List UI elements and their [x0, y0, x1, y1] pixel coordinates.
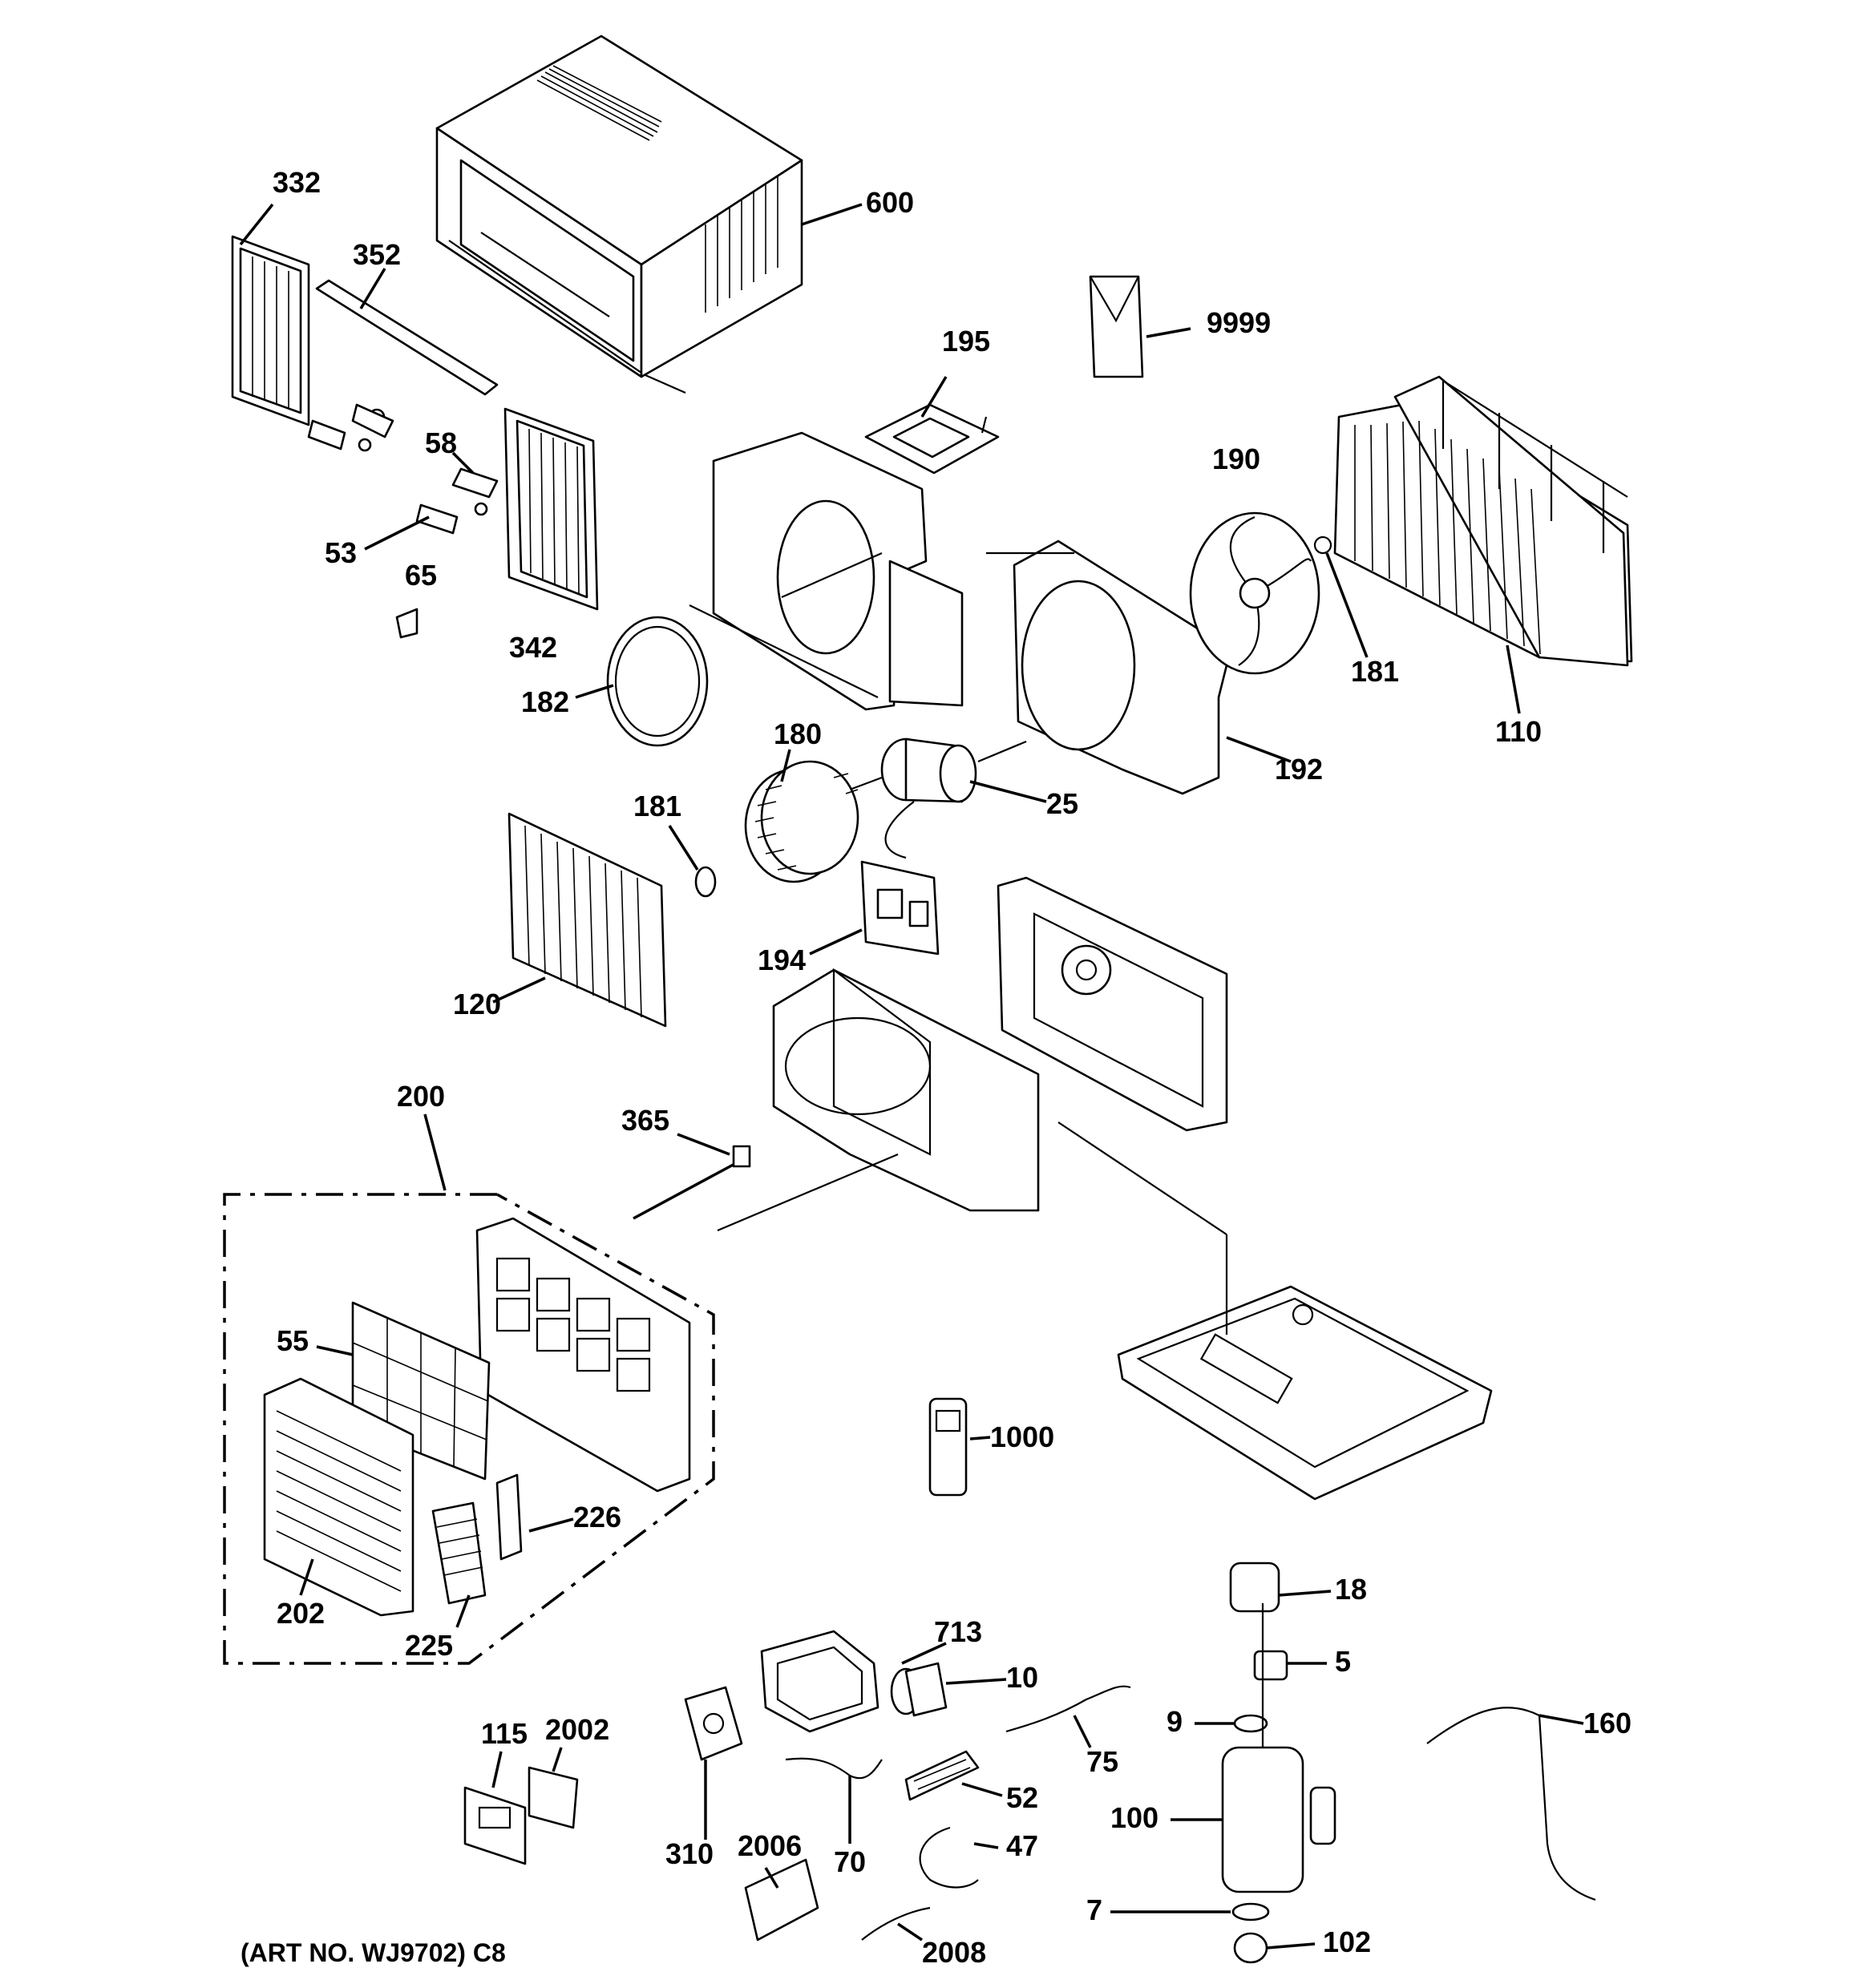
label-2002: 2002 — [545, 1713, 609, 1746]
label-65: 65 — [405, 559, 437, 592]
label-2006: 2006 — [738, 1829, 802, 1862]
label-194: 194 — [758, 943, 806, 976]
label-7: 7 — [1086, 1893, 1102, 1926]
label-100: 100 — [1110, 1801, 1158, 1834]
label-53: 53 — [325, 536, 357, 569]
label-310: 310 — [665, 1837, 714, 1870]
part-181-clamp — [668, 825, 717, 898]
part-110-condenser-coil — [1333, 375, 1633, 714]
label-182: 182 — [521, 685, 569, 718]
label-70: 70 — [834, 1845, 866, 1878]
part-120-evaporator-coil — [492, 812, 667, 1028]
part-5-overload — [1253, 1650, 1327, 1681]
part-1000-remote-control — [928, 1397, 991, 1497]
label-55: 55 — [277, 1324, 309, 1357]
part-9-grommet — [1195, 1714, 1268, 1733]
label-342: 342 — [509, 631, 557, 664]
part-70-harness — [785, 1757, 883, 1844]
part-225-louver — [431, 1501, 487, 1628]
part-2008-wire — [861, 1906, 931, 1942]
label-195: 195 — [942, 325, 990, 358]
art-number: (ART NO. WJ9702) C8 — [241, 1938, 506, 1967]
label-332: 332 — [273, 166, 321, 199]
label-190: 190 — [1212, 442, 1260, 475]
part-53-bracket — [307, 419, 459, 551]
label-180: 180 — [774, 717, 822, 750]
part-divider-panel — [997, 876, 1228, 1132]
label-181-lower: 181 — [633, 790, 681, 822]
label-115: 115 — [481, 1717, 528, 1750]
label-5: 5 — [1335, 1645, 1351, 1678]
part-102-grommet — [1233, 1932, 1316, 1964]
label-9999: 9999 — [1207, 306, 1271, 339]
label-713: 713 — [934, 1615, 982, 1648]
part-160-tube — [1426, 1707, 1596, 1901]
label-2008: 2008 — [922, 1936, 986, 1969]
part-control-box — [760, 1630, 879, 1733]
part-190-condenser-fan — [1189, 511, 1332, 675]
label-25: 25 — [1046, 787, 1078, 820]
label-110: 110 — [1495, 715, 1542, 748]
part-25-fan-motor — [849, 737, 1047, 859]
part-blower-housing-upper — [689, 431, 964, 711]
part-600-cabinet — [435, 34, 863, 394]
part-200-front-panel-group — [223, 1113, 715, 1665]
part-365-thermistor — [633, 1133, 899, 1232]
part-182-orifice-ring — [575, 616, 709, 747]
part-352-top-rail — [315, 268, 499, 452]
part-47-wire — [919, 1826, 999, 1889]
label-52: 52 — [1006, 1781, 1038, 1814]
part-202-front-grille — [263, 1377, 414, 1617]
part-base-pan — [1057, 1121, 1493, 1501]
part-front-grille-frame — [475, 1217, 691, 1493]
part-192-condenser-shroud — [986, 539, 1292, 795]
label-102: 102 — [1323, 1925, 1371, 1958]
part-58-bracket — [451, 451, 499, 516]
part-310-selector-switch — [684, 1686, 743, 1840]
label-202: 202 — [277, 1597, 325, 1630]
part-blower-scroll — [772, 968, 1040, 1212]
part-7-mount — [1110, 1902, 1270, 1921]
part-18-terminal-cover — [1229, 1562, 1332, 1613]
label-600: 600 — [866, 186, 914, 219]
part-226-louver-link — [495, 1473, 574, 1561]
label-225: 225 — [405, 1629, 453, 1662]
label-58: 58 — [425, 426, 457, 459]
label-352: 352 — [353, 238, 401, 271]
label-200: 200 — [397, 1080, 445, 1113]
label-47: 47 — [1006, 1829, 1038, 1862]
part-2002-pcb — [528, 1747, 579, 1829]
part-342-side-curtain — [503, 407, 599, 611]
label-365: 365 — [621, 1104, 669, 1137]
part-75-wire — [1005, 1685, 1131, 1748]
part-332-side-curtain — [231, 203, 310, 426]
label-226: 226 — [573, 1501, 621, 1533]
label-18: 18 — [1335, 1573, 1367, 1606]
label-192: 192 — [1275, 753, 1323, 786]
part-180-blower-wheel — [744, 749, 859, 883]
part-100-compressor — [1171, 1603, 1336, 1893]
part-10-capacitor — [904, 1662, 1007, 1717]
label-120: 120 — [453, 988, 501, 1020]
part-65-clip — [395, 608, 418, 639]
part-195-mounting-plate — [864, 376, 1000, 475]
part-52-cover — [904, 1750, 1003, 1801]
part-9999-literature — [1089, 275, 1191, 378]
label-181-upper: 181 — [1351, 655, 1399, 688]
part-194-motor-mount — [809, 860, 940, 956]
part-115-display-board — [463, 1751, 527, 1865]
label-160: 160 — [1583, 1707, 1632, 1740]
label-10: 10 — [1006, 1661, 1038, 1694]
label-75: 75 — [1086, 1745, 1118, 1778]
label-1000: 1000 — [990, 1420, 1054, 1453]
part-2006-main-board — [744, 1858, 819, 1942]
label-9: 9 — [1167, 1705, 1183, 1738]
